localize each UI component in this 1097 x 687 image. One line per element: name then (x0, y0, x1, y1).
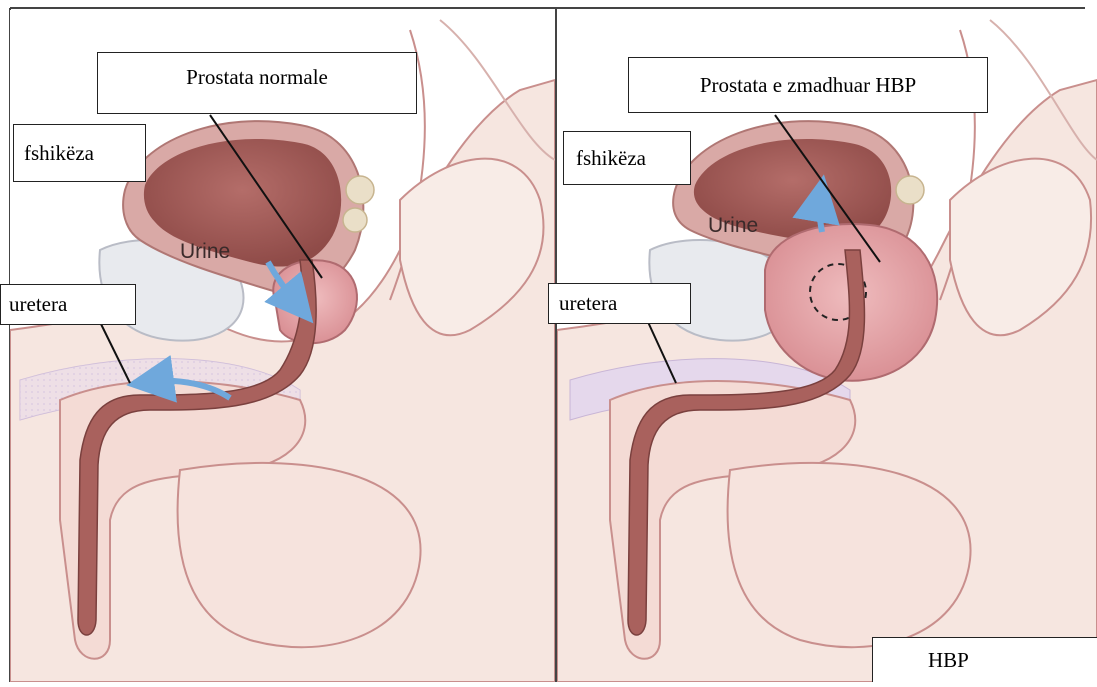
label-urethra-left: uretera (0, 284, 136, 325)
label-bladder-right: fshikëza (563, 131, 691, 185)
flow-arrow-up (819, 198, 822, 232)
urine-label-left: Urine (180, 240, 230, 263)
label-normal-prostate: Prostata normale (97, 52, 417, 114)
label-bladder-left: fshikëza (13, 124, 146, 182)
label-hbp-corner: HBP (872, 637, 1097, 682)
urine-label-right: Urine (708, 214, 758, 237)
scrotum (178, 463, 421, 647)
label-urethra-right: uretera (548, 283, 691, 324)
label-enlarged-prostate: Prostata e zmadhuar HBP (628, 57, 988, 113)
